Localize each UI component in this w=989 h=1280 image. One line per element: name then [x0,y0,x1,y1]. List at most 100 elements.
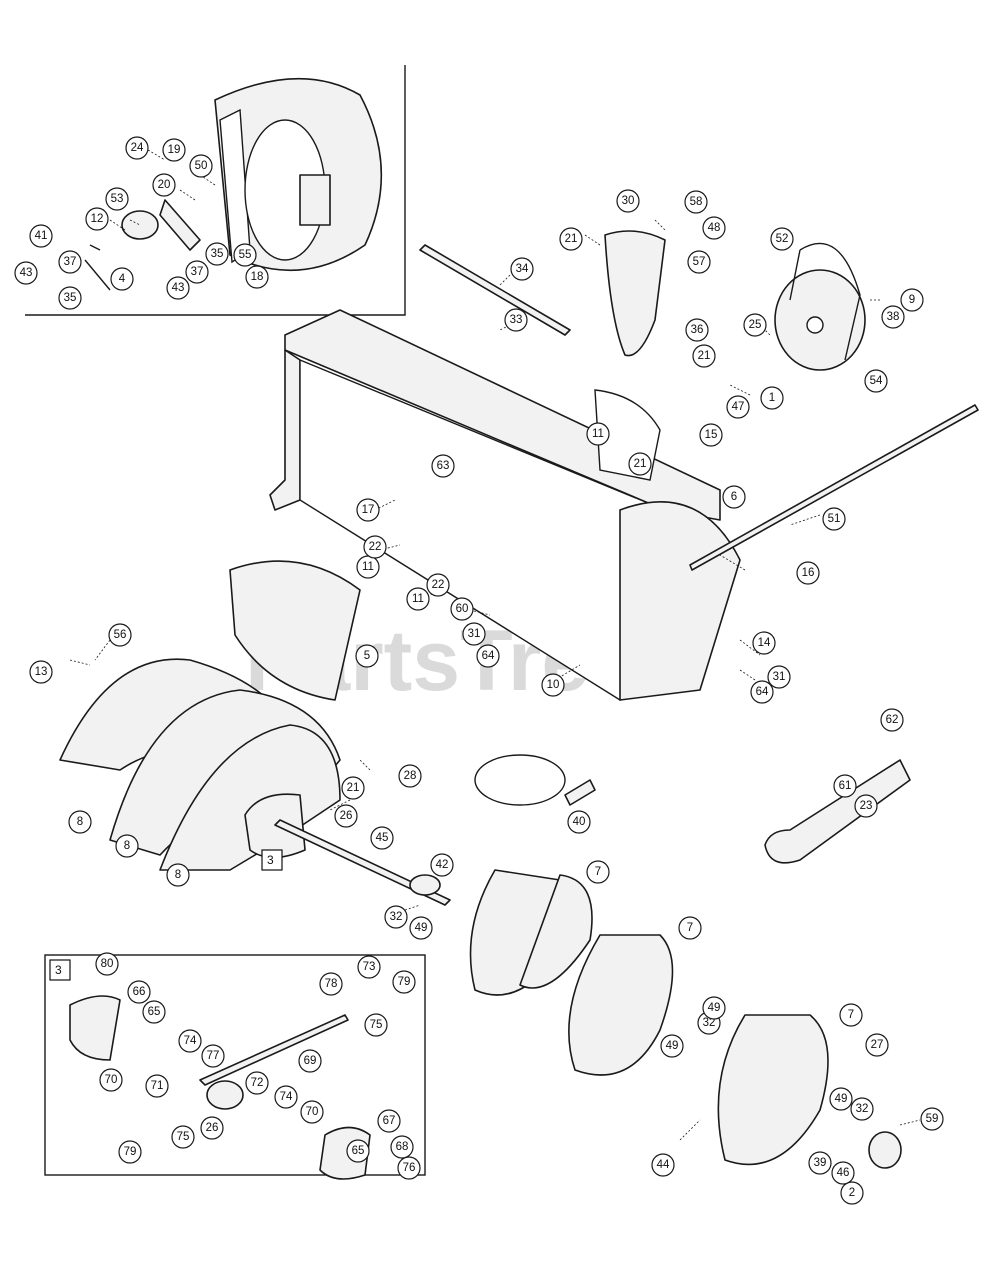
callout-circle [628,452,652,476]
callout-circle [95,952,119,976]
callout-label: 43 [172,282,185,294]
callout-label: 49 [835,1093,848,1105]
callout-label: 73 [363,961,376,973]
callout-26-2: 26 [200,1116,224,1140]
callout-circle [392,970,416,994]
callout-1: 1 [760,386,784,410]
callout-circle [750,680,774,704]
callout-61: 61 [833,774,857,798]
callout-label: 49 [708,1002,721,1014]
callout-label: 74 [280,1091,293,1103]
callout-36: 36 [685,318,709,342]
callout-label: 12 [91,213,104,225]
callout-label: 8 [77,816,83,828]
drive-belt [789,242,861,361]
callout-circle [752,631,776,655]
callout-label: 68 [396,1141,409,1153]
callout-label: 54 [870,375,883,387]
callout-circle [760,386,784,410]
callout-circle [384,905,408,929]
callout-circle [660,1034,684,1058]
callout-label: 14 [758,637,771,649]
callout-label: 49 [415,922,428,934]
callout-label: 66 [133,986,146,998]
callout-label: 37 [64,256,77,268]
callout-50: 50 [189,154,213,178]
callout-label: 64 [756,686,769,698]
callout-label: 31 [468,628,481,640]
auger-bearing-flange [868,1131,902,1169]
callout-label: 60 [456,603,469,615]
callout-70-2: 70 [300,1100,324,1124]
callout-label: 52 [776,233,789,245]
callout-label: 46 [837,1167,850,1179]
callout-circle [726,395,750,419]
callout-label: 22 [432,579,445,591]
callout-circle [99,1068,123,1092]
callout-circle [687,250,711,274]
callout-label: 70 [105,1074,118,1086]
callout-circle [245,1071,269,1095]
callout-circle [298,1049,322,1073]
callouts: 1245677788891011111112131415161718192021… [14,136,944,1205]
skid-shoe [764,759,911,864]
callout-label: 21 [347,782,360,794]
callout-circle [829,1087,853,1111]
callout-circle [678,916,702,940]
callout-21-4: 21 [341,776,365,800]
callout-circle [850,1097,874,1121]
callout-64-2: 64 [750,680,774,704]
callout-label: 19 [168,144,181,156]
callout-30: 30 [616,189,640,213]
callout-19: 19 [162,138,186,162]
callout-label: 1 [769,392,775,404]
wheel-inset-border [25,65,406,316]
callout-74: 74 [178,1029,202,1053]
callout-circle [409,916,433,940]
callout-label: 26 [206,1122,219,1134]
callout-label: 65 [352,1145,365,1157]
callout-76: 76 [397,1156,421,1180]
callout-44: 44 [651,1153,675,1177]
auger-flight-left-3 [159,724,341,871]
pulley-hub [806,316,824,334]
callout-80: 80 [95,952,119,976]
callout-37-2: 37 [185,260,209,284]
callout-label: 47 [732,401,745,413]
callout-label: 11 [592,428,604,440]
wheel-inset [25,65,406,316]
callout-circle [68,810,92,834]
callout-17: 17 [356,498,380,522]
callout-51: 51 [822,507,846,531]
callout-7-3: 7 [839,1003,863,1027]
svg-text:3: 3 [55,963,62,977]
callout-74-2: 74 [274,1085,298,1109]
callout-label: 74 [184,1035,197,1047]
callout-label: 80 [101,958,114,970]
callout-40: 40 [567,810,591,834]
callout-circle [685,318,709,342]
callout-32: 32 [384,905,408,929]
callout-circle [833,774,857,798]
callout-label: 42 [436,859,449,871]
callout-11: 11 [586,422,610,446]
callout-label: 20 [158,179,171,191]
callout-28: 28 [398,764,422,788]
callout-label: 63 [437,460,450,472]
callout-59: 59 [920,1107,944,1131]
callout-circle [185,260,209,284]
callout-label: 11 [362,561,374,573]
callout-67: 67 [377,1109,401,1133]
callout-circle [58,286,82,310]
callout-circle [864,369,888,393]
callout-58: 58 [684,190,708,214]
callout-8-3: 8 [166,863,190,887]
callout-49-3: 49 [660,1034,684,1058]
gearbox-cover-left [69,995,121,1061]
svg-text:3: 3 [267,853,274,867]
callout-circle [200,1116,224,1140]
callout-label: 7 [848,1009,854,1021]
gearbox-inset [44,954,426,1180]
callout-27: 27 [865,1033,889,1057]
callout-label: 5 [364,650,370,662]
